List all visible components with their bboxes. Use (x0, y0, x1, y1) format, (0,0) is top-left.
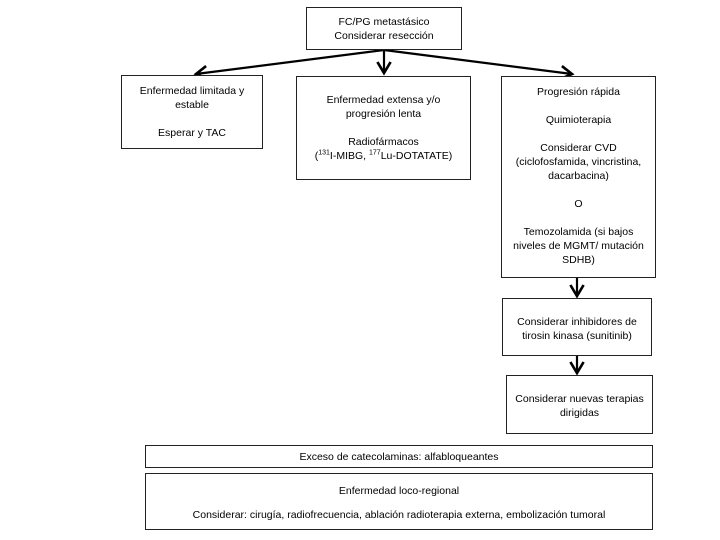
isotope-131: 131 (318, 149, 330, 157)
metastatic-node: FC/PG metastásico Considerar resección (306, 7, 462, 50)
rapid-title: Progresión rápida (537, 86, 620, 98)
arrow-to-limited (193, 48, 385, 81)
catecholamine-node: Exceso de catecolaminas: alfabloqueantes (145, 445, 653, 468)
tki-text: Considerar inhibidores de tirosin kinasa… (517, 316, 637, 342)
paren-open: ( (314, 150, 319, 162)
drug-mibg: I-MIBG, (329, 150, 370, 162)
extensive-disease-node: Enfermedad extensa y/o progresión lenta … (296, 76, 471, 180)
extensive-title: Enfermedad extensa y/o progresión lenta (326, 94, 441, 120)
limited-action: Esperar y TAC (158, 127, 226, 139)
locoregional-text: Considerar: cirugía, radiofrecuencia, ab… (192, 509, 606, 521)
chemotherapy-text: Quimioterapia (545, 114, 612, 126)
limited-title: Enfermedad limitada y estable (139, 85, 245, 111)
catecholamine-text: Exceso de catecolaminas: alfabloqueantes (299, 451, 499, 463)
arrow-to-rapid (383, 48, 575, 81)
resection-text: Considerar resección (334, 30, 434, 42)
or-text: O (574, 198, 583, 210)
limited-disease-node: Enfermedad limitada y estable Esperar y … (121, 75, 263, 149)
drug-dotatate: Lu-DOTATATE) (380, 150, 453, 162)
temozolomide-text: Temozolamida (si bajos niveles de MGMT/ … (513, 226, 644, 266)
metastatic-title: FC/PG metastásico (338, 16, 430, 28)
locoregional-title: Enfermedad loco-regional (338, 485, 460, 497)
radiopharmaceuticals-list: (131I-MIBG, 177Lu-DOTATATE) (303, 149, 464, 163)
rapid-progression-node: Progresión rápida Quimioterapia Consider… (501, 76, 656, 278)
targeted-therapies-node: Considerar nuevas terapias dirigidas (506, 375, 653, 434)
targeted-text: Considerar nuevas terapias dirigidas (515, 393, 644, 419)
locoregional-node: Enfermedad loco-regional Considerar: cir… (145, 473, 653, 530)
isotope-177: 177 (369, 149, 381, 157)
extensive-action: Radiofármacos (348, 136, 419, 148)
tki-node: Considerar inhibidores de tirosin kinasa… (502, 298, 652, 356)
cvd-text: Considerar CVD (ciclofosfamida, vincrist… (515, 142, 642, 182)
